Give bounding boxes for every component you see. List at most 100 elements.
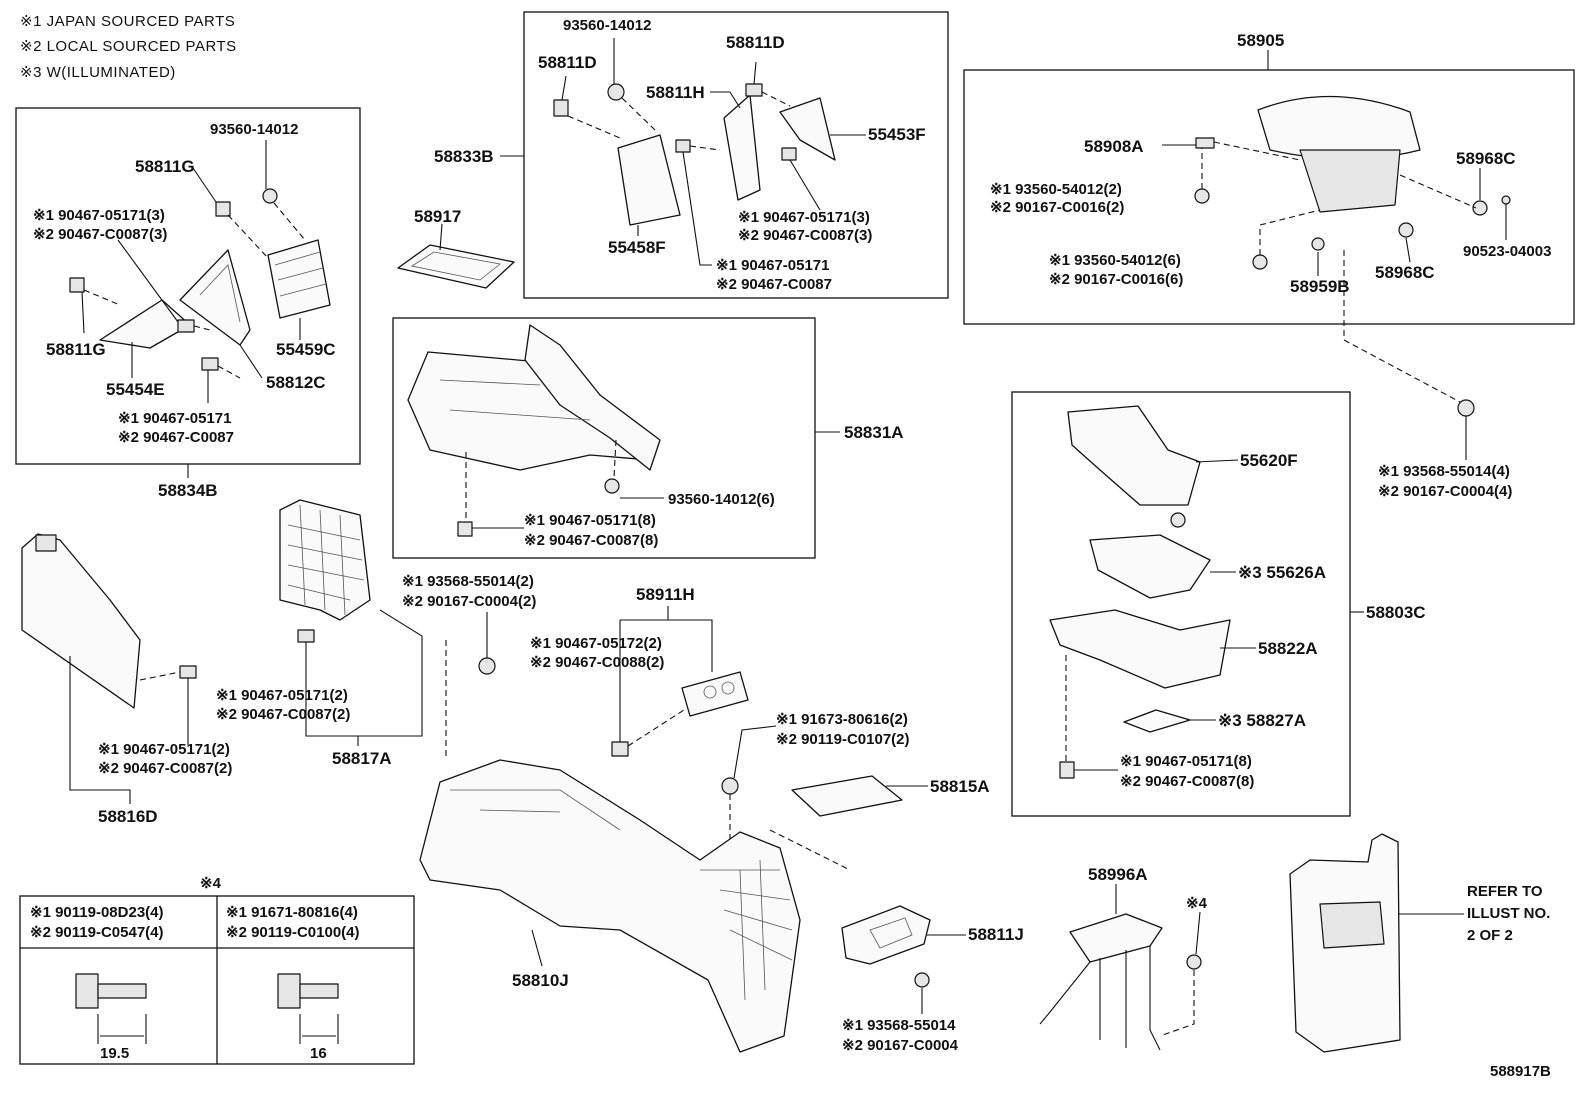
clip-90467-2a [179,665,197,679]
label-90467-05171-b: ※1 90467-05171 [716,257,830,274]
label-55454E: 55454E [106,380,165,399]
label-90167-C0004-2: ※2 90167-C0004(2) [402,593,536,610]
note-japan-sourced: ※1 JAPAN SOURCED PARTS [20,13,235,30]
label-58959B: 58959B [1290,277,1350,296]
label-90467-C0087-a: ※2 90467-C0087 [118,429,234,446]
group-box-58803C [1011,391,1351,817]
table-star4: ※4 ※1 90119-08D23(4) ※2 90119-C0547(4) ※… [19,875,415,1065]
clip-90467-b [675,139,691,153]
label-58831A: 58831A [844,423,904,442]
part-58996A-legs [1039,946,1161,1051]
group-box-58905 [963,69,1575,325]
screw-93560-14012-a [262,188,278,204]
part-55459C-ribs [274,251,327,297]
label-90467-05171-3b: ※1 90467-05171(3) [738,209,870,226]
group-58905: 58905 58908A 58968C ※1 93560-54012(2) ※2… [963,31,1575,325]
bolt-star4-b [1186,954,1202,970]
screw-93560-54012-2 [1194,188,1210,204]
label-58811D-b: 58811D [726,33,785,52]
leader-58911H [619,619,713,742]
dashes-58905 [1201,141,1477,255]
screw-93568-55014-2 [478,657,496,675]
part-58822A [1049,609,1231,689]
part-armrest-hinge [1299,149,1401,213]
part-58911H-switch [681,671,749,717]
clip-90467-8b [1059,761,1075,779]
bolt-b-shank [299,983,339,999]
part-58911H-knob-a [703,685,717,699]
leader-58811G-bot [81,291,85,334]
label-90119-C0100-4: ※2 90119-C0100(4) [226,924,360,941]
note-illuminated: ※3 W(ILLUMINATED) [20,64,176,81]
part-91673-80616-2: ※1 91673-80616(2) ※2 90119-C0107(2) [721,711,910,840]
bolt-b-dim [299,1014,339,1044]
label-58968C-b: 58968C [1375,263,1435,282]
part-58811J-detail [869,917,913,949]
group-58803C: 55620F ※3 55626A 58822A ※3 58827A ※1 904… [1011,391,1426,817]
part-58812C-shape [179,249,251,346]
dashes-58834B [83,202,306,379]
label-90467-C0087-b: ※2 90467-C0087 [716,276,832,293]
part-93568-55014-2: ※1 93568-55014(2) ※2 90167-C0004(2) [402,573,536,760]
label-93568-55014: ※1 93568-55014 [842,1017,956,1034]
part-55458F-shape [617,134,681,226]
label-58811G-bot: 58811G [46,340,106,359]
label-55620F: 55620F [1240,451,1298,470]
leader-58917 [439,223,443,251]
part-58817A-texture [287,504,365,616]
label-91673-80616-2: ※1 91673-80616(2) [776,711,908,728]
label-90467-05171-3a: ※1 90467-05171(3) [33,207,165,224]
part-58827A [1123,709,1191,733]
screw-93568-55014-4 [1457,399,1475,417]
leader-58810J [531,929,543,967]
label-90467-C0087-2a: ※2 90467-C0087(2) [98,760,232,777]
label-58810J: 58810J [512,971,569,990]
leader-90467-3b [789,159,821,211]
group-58834B: 93560-14012 58811G ※1 90467-05171(3) ※2 … [15,107,361,500]
leader-58816D [69,656,131,804]
label-90119-C0107-2: ※2 90119-C0107(2) [776,731,910,748]
label-58996A: 58996A [1088,865,1148,884]
label-58816D: 58816D [98,807,158,826]
part-58831A-detail [439,379,591,421]
dashes-58831A [465,439,617,522]
label-90119-08D23-4: ※1 90119-08D23(4) [30,904,164,921]
label-90167-C0004-4: ※2 90167-C0004(4) [1378,483,1512,500]
clip-90467-3b [781,147,797,161]
part-55626A [1089,534,1211,599]
part-55454E-shape [99,299,191,349]
clip-90467-05172 [611,741,629,757]
leader-58811G-top [192,167,217,203]
label-93560-14012-b: 93560-14012 [563,17,651,34]
group-58833B: 93560-14012 58811D 58811D 58811H 55453F … [434,11,949,299]
label-55459C: 55459C [276,340,336,359]
label-58905: 58905 [1237,31,1284,50]
label-58803C: 58803C [1366,603,1426,622]
note-local-sourced: ※2 LOCAL SOURCED PARTS [20,38,237,55]
part-93568-55014-4: ※1 93568-55014(4) ※2 90167-C0004(4) [1343,250,1512,500]
part-58811H-shape [723,94,761,201]
console-58810J-detail [450,789,793,1001]
leader-58812C [239,344,263,379]
bolt-a-dim [97,1014,147,1044]
label-dim-16: 16 [310,1045,327,1062]
dash-58911H [627,709,685,747]
part-58968C-b [1398,222,1414,238]
label-star4-a: ※4 [200,875,222,892]
label-90167-C0016-2: ※2 90167-C0016(2) [990,199,1124,216]
leader-58811D-a [561,75,567,101]
label-58811H: 58811H [646,83,705,102]
group-box-58831A [392,317,816,559]
label-93560-14012-6: 93560-14012(6) [668,491,775,508]
label-90467-05171-2a: ※1 90467-05171(2) [98,741,230,758]
pad-58815A [791,775,903,817]
clip-90467-2b [297,629,315,643]
label-90467-05171-2b: ※1 90467-05171(2) [216,687,348,704]
mat-58917 [397,244,515,289]
dashes-58833B [567,91,791,151]
part-58816D-connector [35,534,57,552]
group-58811J: 58811J ※1 93568-55014 ※2 90167-C0004 [841,905,1024,1054]
label-90523-04003: 90523-04003 [1463,243,1551,260]
label-90467-C0087-3b: ※2 90467-C0087(3) [738,227,872,244]
clip-90467-3a [177,319,195,333]
